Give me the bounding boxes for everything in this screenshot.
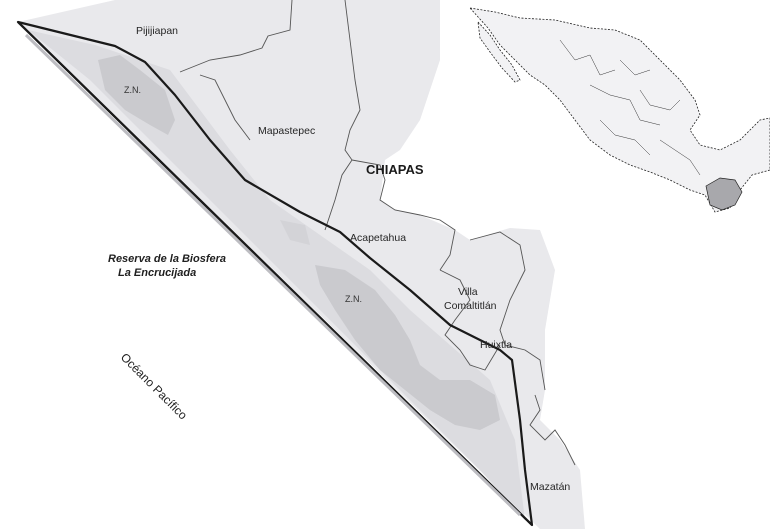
coast-outline <box>17 21 533 526</box>
core-zone-patch <box>280 220 310 245</box>
label-huixtla: Huixtla <box>480 339 512 351</box>
municipal-borders <box>179 0 576 466</box>
inset-state-borders <box>559 39 701 176</box>
core-zone-north <box>98 55 175 135</box>
label-mapastepec: Mapastepec <box>258 125 315 137</box>
core-zone-south <box>315 265 500 430</box>
label-ocean: Océano Pacífico <box>118 350 190 422</box>
reserve-outline <box>16 20 534 527</box>
label-mazatan: Mazatán <box>530 481 570 493</box>
label-reserve-line2: La Encrucijada <box>118 267 196 279</box>
label-zn-south: Z.N. <box>345 294 362 304</box>
mexico-land <box>468 7 770 213</box>
label-acapetahua: Acapetahua <box>350 232 406 244</box>
label-zn-north: Z.N. <box>124 85 141 95</box>
label-chiapas: CHIAPAS <box>366 162 424 177</box>
label-comaltitlan: Comaltitlán <box>444 300 497 312</box>
mexico-inset-map <box>468 7 770 213</box>
label-reserve-line1: Reserva de la Biosfera <box>108 253 226 265</box>
label-villa: Villa <box>458 286 478 298</box>
label-pijijiapan: Pijijiapan <box>136 25 178 37</box>
baja-peninsula <box>477 20 521 83</box>
chiapas-highlight <box>705 177 743 211</box>
coast-shade <box>24 33 522 517</box>
